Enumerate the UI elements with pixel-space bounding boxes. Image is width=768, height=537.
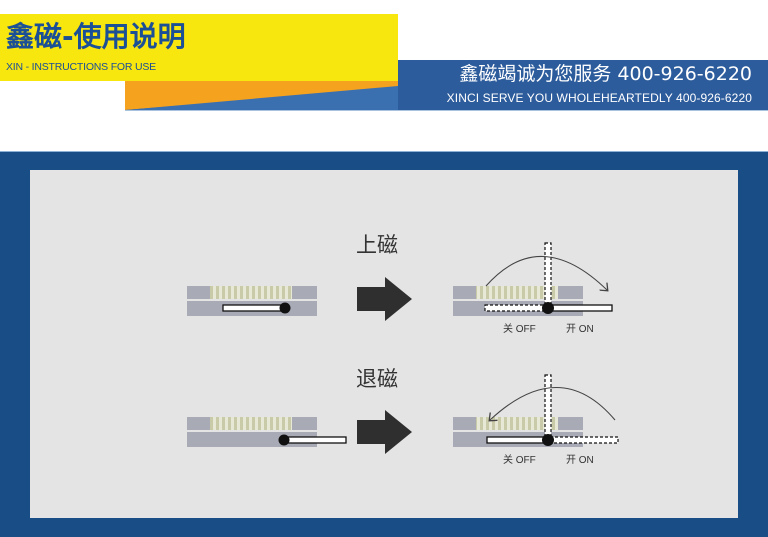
right-arrow-icon xyxy=(357,410,412,454)
off-label-1: 关 OFF xyxy=(503,324,536,335)
clockwise-arc-arrow-icon xyxy=(485,255,607,290)
device-off-state-2 xyxy=(453,374,619,447)
header-stripe-graphic xyxy=(125,60,768,111)
step-label-demagnetize: 退磁 xyxy=(356,367,398,391)
service-slogan: 鑫磁竭诚为您服务 400-926-6220 xyxy=(459,63,752,85)
service-slogan-en: XINCI SERVE YOU WHOLEHEARTEDLY 400-926-6… xyxy=(446,91,752,105)
title-box xyxy=(0,14,398,81)
on-label-1: 开 ON xyxy=(566,324,594,335)
page-title: 鑫磁-使用说明 xyxy=(6,20,186,53)
device-on-state-1 xyxy=(453,242,613,316)
on-label-2: 开 ON xyxy=(566,455,594,466)
right-arrow-icon xyxy=(357,277,412,321)
header-banner: 鑫磁-使用说明 XIN - INSTRUCTIONS FOR USE 鑫磁竭诚为… xyxy=(0,0,768,151)
device-on-state-2 xyxy=(187,417,347,447)
counterclockwise-arc-arrow-icon xyxy=(490,387,616,421)
step-label-magnetize: 上磁 xyxy=(356,233,398,257)
device-off-state-1 xyxy=(187,286,317,316)
page-subtitle: XIN - INSTRUCTIONS FOR USE xyxy=(6,61,156,73)
instruction-panel xyxy=(30,170,738,518)
off-label-2: 关 OFF xyxy=(503,455,536,466)
